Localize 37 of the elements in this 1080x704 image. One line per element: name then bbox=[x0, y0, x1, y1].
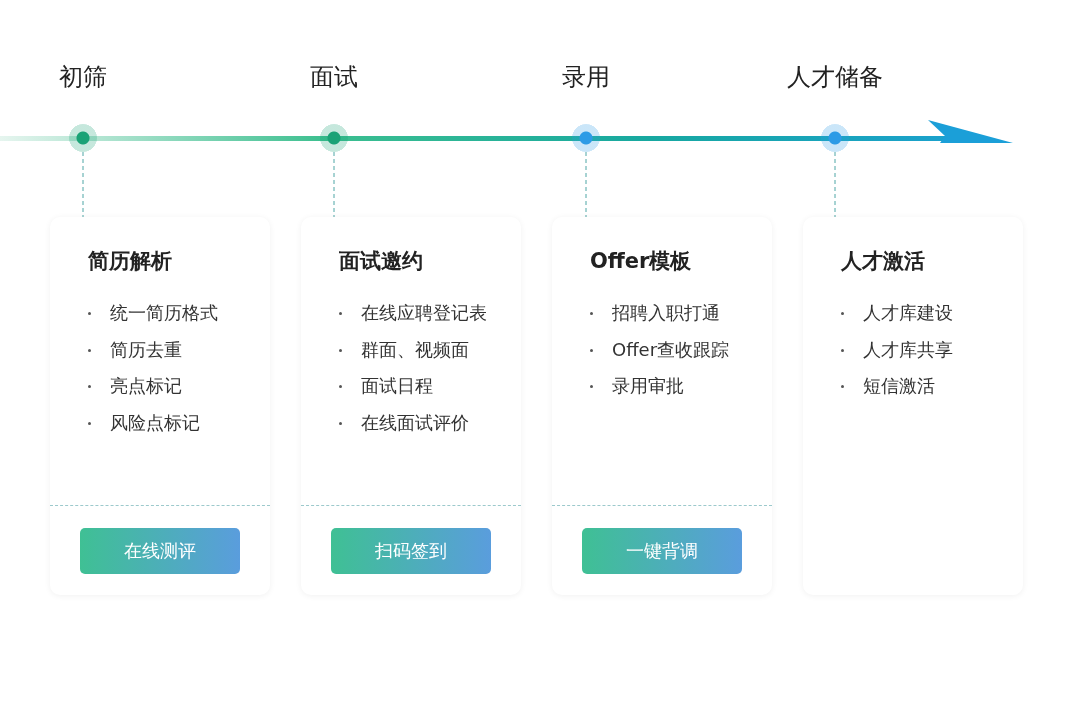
bullet-item: 简历去重 bbox=[110, 337, 182, 362]
action-button: 一键背调 bbox=[582, 528, 742, 574]
stage-label: 录用 bbox=[562, 62, 610, 92]
timeline-dot bbox=[572, 124, 600, 152]
bullet-item: 统一简历格式 bbox=[110, 301, 218, 325]
action-button: 在线测评 bbox=[80, 528, 240, 574]
card-heading: 人才激活 bbox=[841, 248, 925, 275]
bullet-item: 亮点标记 bbox=[110, 374, 182, 398]
stage-label: 初筛 bbox=[59, 62, 107, 92]
connector-line bbox=[333, 151, 335, 218]
timeline-dot bbox=[320, 124, 348, 152]
bullet-item: 人才库建设 bbox=[863, 301, 953, 325]
bullet-item: 在线应聘登记表 bbox=[361, 301, 487, 325]
bullet-item: 群面、视频面 bbox=[361, 337, 469, 362]
timeline-dot bbox=[821, 124, 849, 152]
stage-label: 人才储备 bbox=[787, 62, 883, 92]
feature-card bbox=[552, 217, 772, 595]
card-heading: 简历解析 bbox=[88, 248, 172, 275]
feature-card bbox=[301, 217, 521, 595]
bullet-item: 人才库共享 bbox=[863, 337, 953, 362]
bullet-item: 招聘入职打通 bbox=[612, 301, 720, 325]
bullet-item: 在线面试评价 bbox=[361, 410, 469, 435]
timeline-dot bbox=[69, 124, 97, 152]
bullet-item: 风险点标记 bbox=[110, 410, 200, 435]
bullet-item: 录用审批 bbox=[612, 374, 684, 398]
bullet-item: Offer查收跟踪 bbox=[612, 337, 730, 362]
card-heading: Offer模板 bbox=[590, 248, 692, 275]
stage-label: 面试 bbox=[310, 62, 358, 92]
bullet-item: 短信激活 bbox=[863, 374, 935, 398]
bullet-item: 面试日程 bbox=[361, 374, 433, 398]
connector-line bbox=[834, 151, 836, 218]
connector-line bbox=[585, 151, 587, 218]
connector-line bbox=[82, 151, 84, 218]
card-heading: 面试邀约 bbox=[339, 248, 423, 275]
feature-card bbox=[50, 217, 270, 595]
action-button: 扫码签到 bbox=[331, 528, 491, 574]
feature-card bbox=[803, 217, 1023, 595]
